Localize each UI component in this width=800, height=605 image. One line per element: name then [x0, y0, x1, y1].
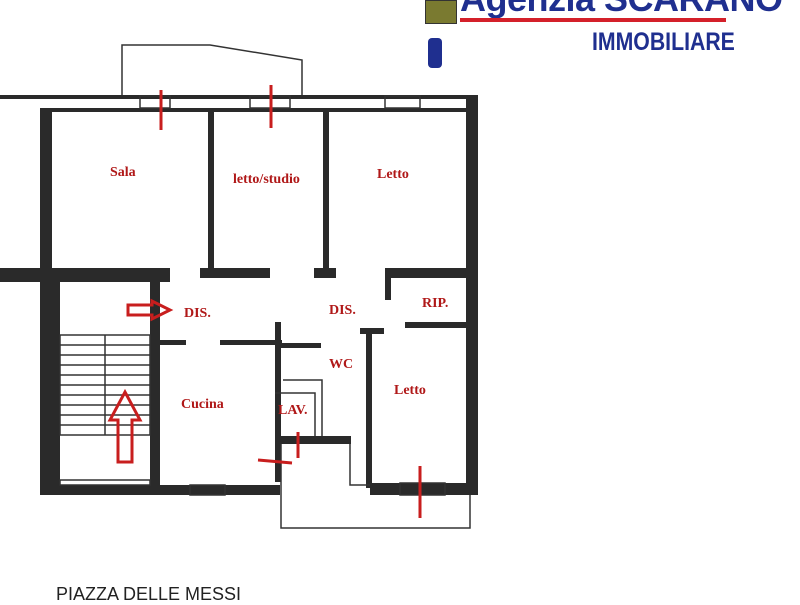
outer-wall-top-outer	[0, 95, 478, 99]
room-label-sala: Sala	[110, 165, 136, 180]
wall-cucina-top-a	[160, 340, 186, 345]
outer-wall-right	[466, 95, 478, 495]
wall-rip-bottom	[405, 322, 470, 328]
bottom-balcony	[280, 444, 471, 529]
wall-letto-left	[366, 328, 372, 488]
staircase	[59, 334, 151, 486]
room-label-rip: RIP.	[422, 296, 448, 311]
wall-letto-bottom-a	[314, 268, 336, 278]
room-label-lav: LAV.	[278, 403, 307, 418]
window	[399, 482, 446, 496]
logo-subtitle: IMMOBILIARE	[592, 28, 735, 56]
red-markers	[107, 85, 422, 518]
entrance-arrow-icon	[126, 298, 174, 322]
outer-wall-bottom-right	[370, 483, 478, 495]
window	[384, 95, 421, 109]
outer-wall-bottom-left	[40, 485, 280, 495]
logo-building-icon	[425, 0, 457, 24]
wall-cucina-top-b	[220, 340, 282, 345]
stair-wall-top	[0, 268, 170, 282]
window	[139, 95, 171, 109]
wall-wc-top	[281, 343, 321, 348]
wall-wc-bottom	[281, 436, 351, 444]
stairs-up-arrow-icon	[107, 388, 143, 464]
logo-underline	[460, 18, 726, 22]
wall-cucina-right	[275, 322, 281, 482]
room-label-dis-left: DIS.	[184, 306, 211, 321]
window	[189, 484, 226, 496]
outer-wall-left	[40, 108, 52, 268]
outer-wall-top-inner	[40, 108, 478, 112]
room-label-letto-bottom: Letto	[394, 383, 426, 398]
room-label-dis-right: DIS.	[329, 303, 356, 318]
street-label: PIAZZA DELLE MESSI	[56, 584, 242, 604]
stair-wall-left	[40, 282, 60, 495]
walls	[0, 44, 478, 529]
stair-wall-right	[150, 282, 160, 495]
wall-rip-left	[385, 278, 391, 300]
top-balcony	[121, 44, 303, 95]
logo-hand-icon	[428, 38, 442, 68]
wall-sala-studio	[208, 112, 214, 270]
logo-title: Agenzia SCARANO	[460, 0, 783, 20]
room-label-cucina: Cucina	[181, 397, 224, 412]
wall-studio-letto	[323, 112, 329, 270]
room-label-wc: WC	[329, 357, 353, 372]
room-label-letto-studio: letto/studio	[233, 172, 300, 187]
wall-letto-bottom-b	[385, 268, 470, 278]
room-label-letto-top: Letto	[377, 167, 409, 182]
wall-studio-bottom	[200, 268, 270, 278]
lav-outline	[275, 379, 323, 436]
